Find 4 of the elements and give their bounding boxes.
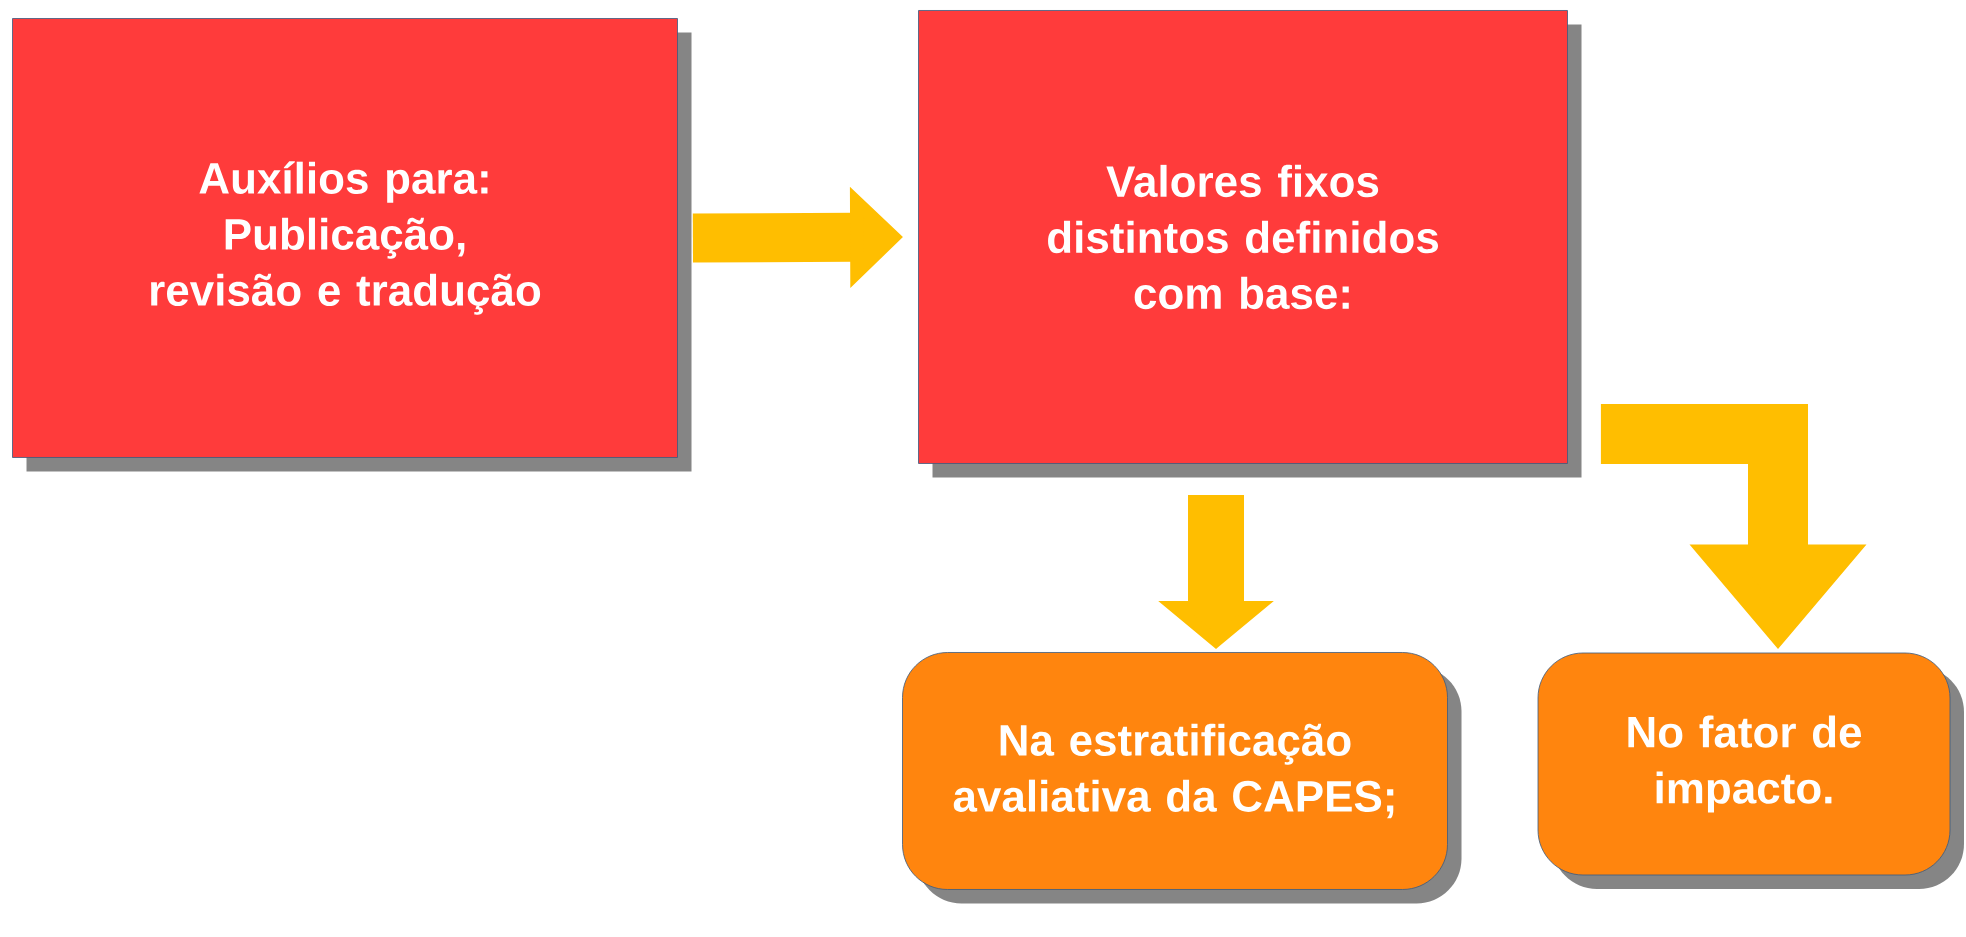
rounded-box: No fator de impacto.	[1537, 652, 1964, 889]
rounded-box: Na estratificação avaliativa da CAPES;	[902, 652, 1462, 904]
process-box: Auxílios para: Publicação, revisão e tradução	[12, 18, 692, 472]
process-box: Valores fixos distintos definidos com base:	[918, 10, 1582, 478]
